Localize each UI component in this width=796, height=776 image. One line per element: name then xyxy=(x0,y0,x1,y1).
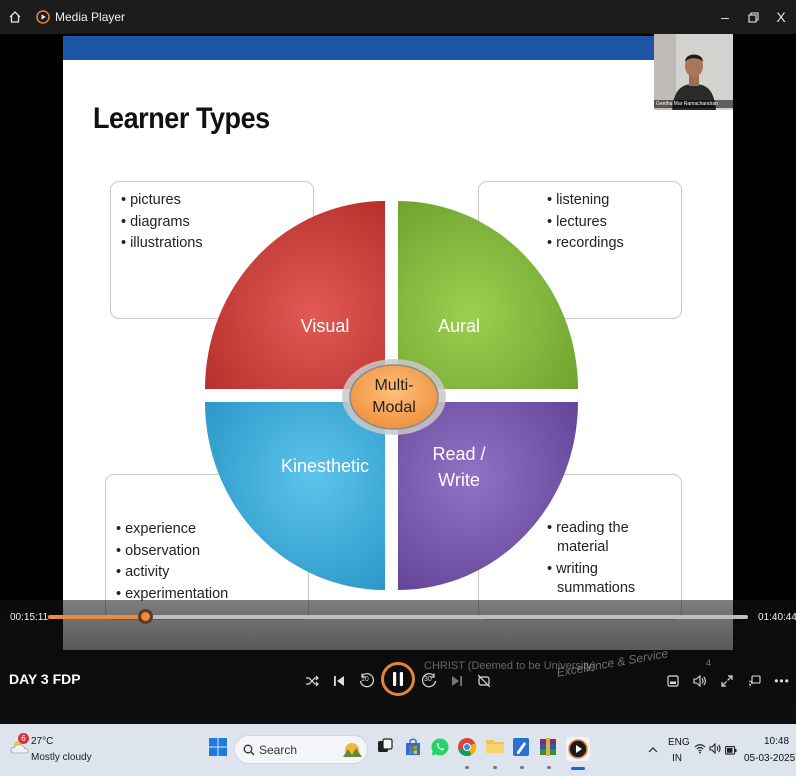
battery-icon[interactable] xyxy=(725,742,737,760)
kinesthetic-quadrant xyxy=(205,402,385,590)
presentation-slide: Learner Types pictures diagrams illustra… xyxy=(63,36,733,650)
visual-quadrant xyxy=(205,201,385,389)
seek-bar[interactable] xyxy=(48,609,748,624)
minimize-button[interactable]: – xyxy=(721,9,729,25)
skip-forward-30-button[interactable]: 30 xyxy=(419,671,441,691)
video-area[interactable]: Learner Types pictures diagrams illustra… xyxy=(0,34,796,724)
search-label: Search xyxy=(259,743,298,757)
webcam-thumbnail[interactable]: Geetha Mar Ramachandran xyxy=(654,34,733,110)
clock-time[interactable]: 10:48 xyxy=(764,736,790,747)
slide-header-band xyxy=(63,36,733,60)
running-indicator xyxy=(465,766,469,769)
cast-icon[interactable] xyxy=(743,671,765,691)
presenter-video xyxy=(654,34,733,110)
shuffle-icon[interactable] xyxy=(301,671,323,691)
multi-modal-center xyxy=(349,364,439,430)
running-indicator xyxy=(493,766,497,769)
title-bar: Media Player – X xyxy=(0,0,796,34)
media-player-logo-icon xyxy=(34,0,52,34)
close-button[interactable]: X xyxy=(776,9,786,25)
fullscreen-icon[interactable] xyxy=(716,671,738,691)
slide-number: 4 xyxy=(706,658,712,668)
slide-title: Learner Types xyxy=(93,102,270,135)
previous-icon[interactable] xyxy=(328,671,350,691)
clock-date[interactable]: 05-03-2025 xyxy=(744,753,796,764)
list-item: recordings xyxy=(547,233,671,255)
pause-button[interactable] xyxy=(381,662,415,696)
skip-back-label: 10 xyxy=(361,676,369,683)
read-write-quadrant xyxy=(398,402,578,590)
miniplayer-icon[interactable] xyxy=(662,671,684,691)
media-player-taskbar-icon[interactable] xyxy=(566,737,590,761)
pause-icon xyxy=(393,672,403,686)
learner-types-diagram: Visual Aural Kinesthetic Read / Write Mu… xyxy=(205,201,578,590)
wifi-icon[interactable] xyxy=(694,741,706,759)
taskbar-search[interactable]: Search xyxy=(234,735,368,764)
visual-label: Visual xyxy=(301,316,350,336)
chevron-up-icon[interactable] xyxy=(648,741,658,759)
read-write-label-line2: Write xyxy=(438,470,480,490)
input-region[interactable]: IN xyxy=(672,753,682,764)
window-title: Media Player xyxy=(55,10,126,24)
home-icon[interactable] xyxy=(4,0,26,34)
university-watermark: CHRIST (Deemed to be University) xyxy=(424,660,596,672)
speaker-icon[interactable] xyxy=(709,741,722,759)
active-indicator xyxy=(571,767,585,770)
list-item: diagrams xyxy=(121,212,303,234)
start-icon[interactable] xyxy=(208,737,230,761)
kinesthetic-label: Kinesthetic xyxy=(281,456,369,476)
weather-description[interactable]: Mostly cloudy xyxy=(31,752,92,763)
total-time: 01:40:44 xyxy=(758,612,796,623)
list-item: observation xyxy=(116,541,298,563)
list-item: activity xyxy=(116,562,298,584)
next-icon[interactable] xyxy=(446,671,468,691)
seek-bar-progress xyxy=(48,615,146,619)
skip-forward-label: 30 xyxy=(424,676,432,683)
list-item: illustrations xyxy=(121,233,303,255)
restore-button[interactable] xyxy=(741,0,765,34)
task-view-icon[interactable] xyxy=(376,737,398,761)
seek-bar-thumb[interactable] xyxy=(138,609,154,624)
list-item: experimentation xyxy=(116,584,298,606)
list-item: pictures xyxy=(121,190,303,212)
weather-badge: 6 xyxy=(18,733,29,744)
list-item: listening xyxy=(547,190,671,212)
center-label-line1: Multi- xyxy=(374,377,413,394)
aural-label: Aural xyxy=(438,316,480,336)
list-item: lectures xyxy=(547,212,671,234)
chrome-icon[interactable] xyxy=(457,737,479,761)
winrar-icon[interactable] xyxy=(539,737,561,761)
aural-quadrant xyxy=(398,201,578,389)
windows-taskbar: 6 27°C Mostly cloudy Search xyxy=(0,724,796,776)
volume-icon[interactable] xyxy=(689,671,711,691)
skip-back-10-button[interactable]: 10 xyxy=(355,671,377,691)
list-item: writing summations xyxy=(547,560,671,598)
search-icon xyxy=(243,744,255,756)
current-time: 00:15:11 xyxy=(10,612,49,623)
running-indicator xyxy=(520,766,524,769)
pen-app-icon[interactable] xyxy=(512,737,534,761)
input-language[interactable]: ENG xyxy=(668,737,690,748)
search-highlight-icon xyxy=(343,743,362,757)
webcam-name-label: Geetha Mar Ramachandran xyxy=(654,100,733,108)
microsoft-store-icon[interactable] xyxy=(404,737,426,761)
running-indicator xyxy=(547,766,551,769)
file-explorer-icon[interactable] xyxy=(485,737,507,761)
whatsapp-icon[interactable] xyxy=(430,737,452,761)
list-item: experience xyxy=(116,519,298,541)
media-title: DAY 3 FDP xyxy=(9,671,81,687)
list-item: reading the material xyxy=(547,519,671,557)
repeat-off-icon[interactable] xyxy=(473,671,495,691)
more-options-icon[interactable]: ••• xyxy=(774,674,790,688)
read-write-label-line1: Read / xyxy=(432,444,485,464)
weather-temperature[interactable]: 27°C xyxy=(31,736,54,747)
center-label-line2: Modal xyxy=(372,399,416,416)
